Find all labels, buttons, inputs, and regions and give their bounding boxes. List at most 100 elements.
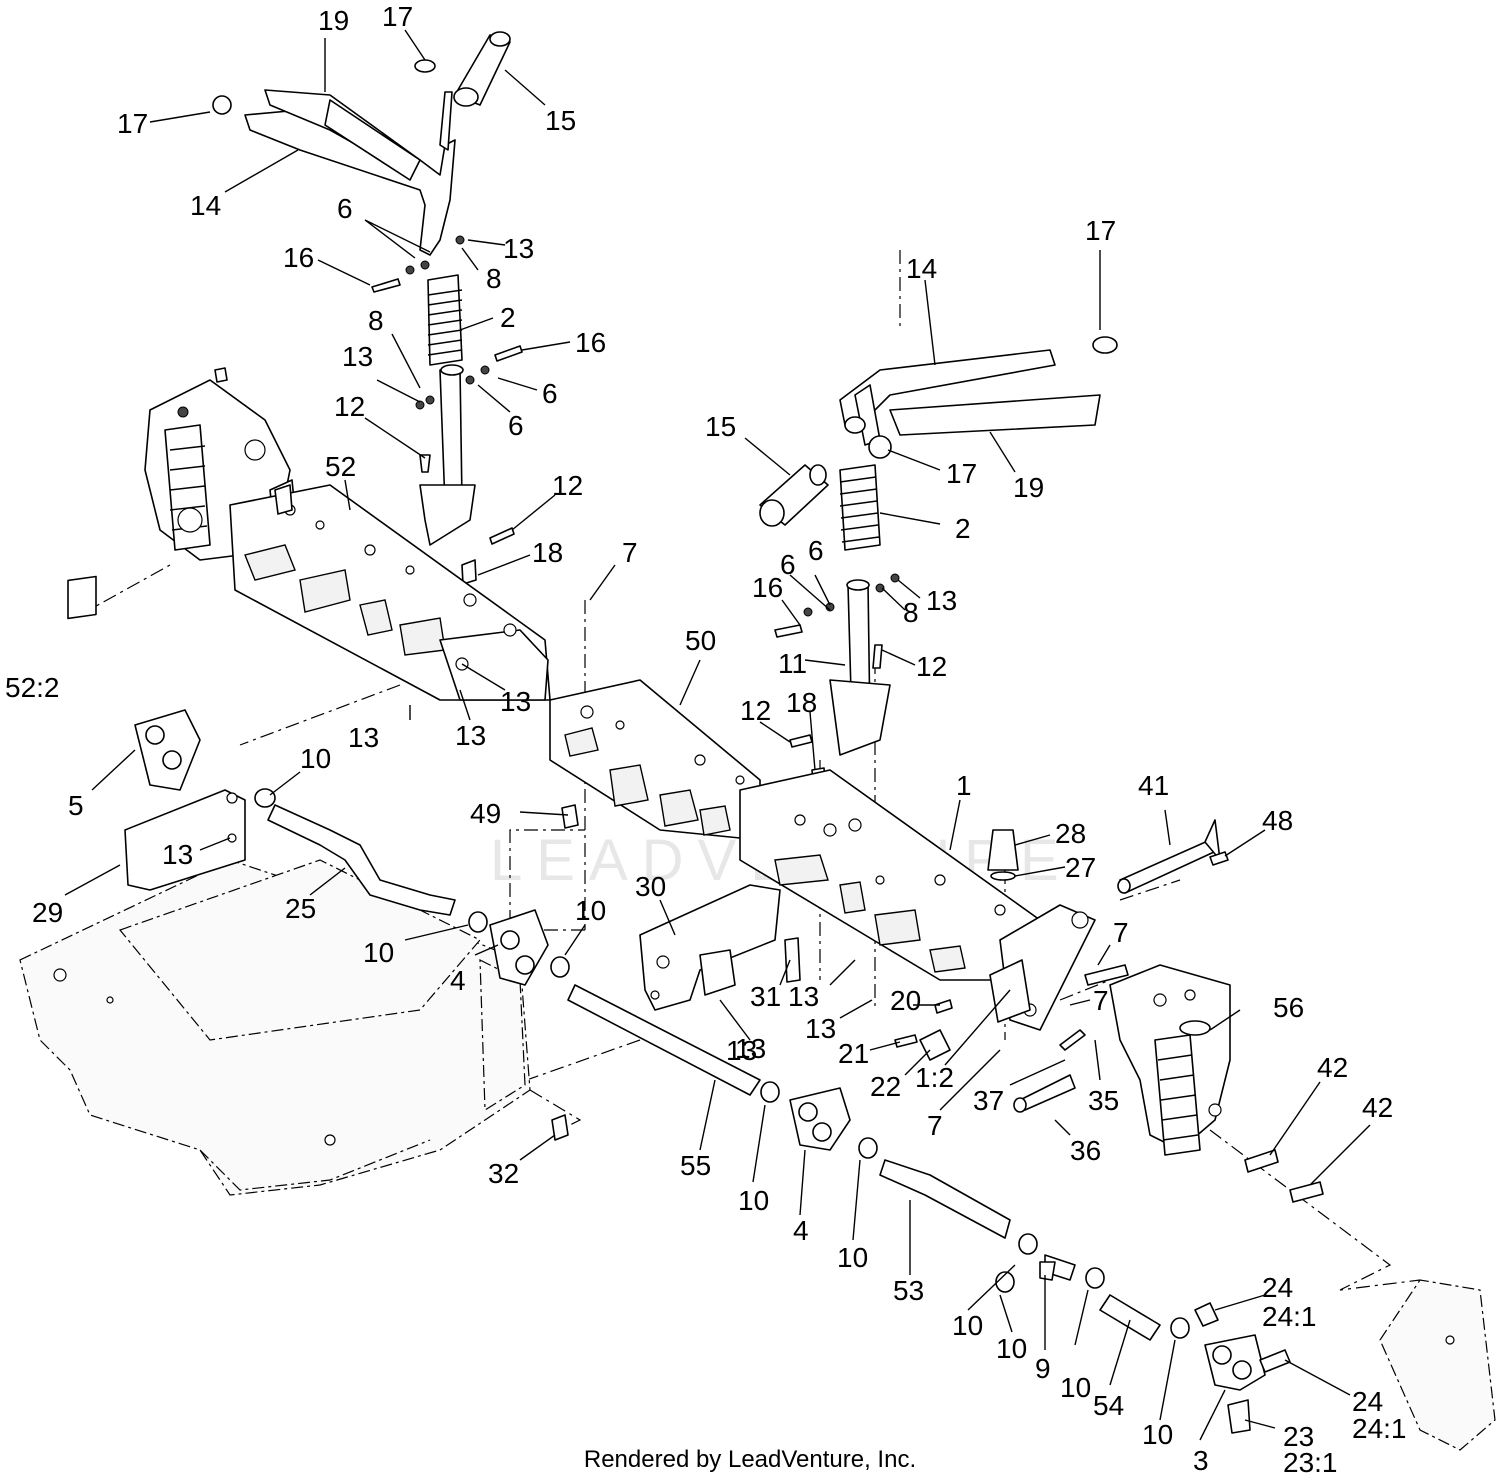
callout-label: 52 (325, 451, 356, 482)
callout-label: 16 (752, 572, 783, 603)
callout-label: 6 (337, 193, 353, 224)
callout-label: 29 (32, 897, 63, 928)
callout-label: 10 (738, 1185, 769, 1216)
frame-1 (739, 769, 1096, 1031)
callout-label: 13 (503, 233, 534, 264)
callout-label: 10 (300, 743, 331, 774)
callout-label: 23:1 (1283, 1447, 1338, 1478)
callout-label: 13 (926, 585, 957, 616)
decal-52-2 (67, 575, 97, 620)
callout-label: 2 (955, 513, 971, 544)
callout-label: 42 (1317, 1052, 1348, 1083)
small-parts (551, 804, 1324, 1203)
callout-label: 17 (382, 1, 413, 32)
callout-label: 53 (893, 1275, 924, 1306)
valves (134, 709, 1291, 1434)
callout-label: 13 (500, 686, 531, 717)
callout-label: 13 (726, 1035, 757, 1066)
callout-label: 12 (916, 651, 947, 682)
callout-label: 23 (1283, 1421, 1314, 1452)
callout-label: 6 (780, 549, 796, 580)
left-spring-post (371, 235, 523, 585)
callout-label: 12 (334, 391, 365, 422)
callout-label: 8 (903, 597, 919, 628)
callout-label: 6 (808, 535, 824, 566)
callout-label: 20 (890, 985, 921, 1016)
callout-label: 37 (973, 1085, 1004, 1116)
callout-label: 24 (1352, 1386, 1383, 1417)
callout-label: 10 (837, 1242, 868, 1273)
callout-label: 55 (680, 1150, 711, 1181)
frame-52 (229, 484, 551, 701)
callout-label: 18 (532, 537, 563, 568)
callout-label: 11 (778, 648, 807, 679)
callout-label: 28 (1055, 818, 1086, 849)
callout-label: 14 (906, 253, 937, 284)
callout-label: 12 (552, 470, 583, 501)
callout-label: 1:2 (915, 1062, 954, 1093)
hose-clamps (254, 788, 1190, 1339)
callout-label: 27 (1065, 852, 1096, 883)
callout-label: 15 (705, 411, 736, 442)
callout-label: 52:2 (5, 672, 60, 703)
callout-label: 17 (1085, 215, 1116, 246)
callout-label: 24:1 (1352, 1413, 1407, 1444)
callout-label: 17 (117, 108, 148, 139)
callout-label: 13 (788, 981, 819, 1012)
callout-label: 7 (1113, 917, 1129, 948)
callout-label: 3 (1193, 1445, 1209, 1476)
callout-label: 24 (1262, 1272, 1293, 1303)
callout-label: 14 (190, 190, 221, 221)
callout-label: 35 (1088, 1085, 1119, 1116)
callout-label: 6 (542, 378, 558, 409)
callout-label: 12 (740, 695, 771, 726)
callout-label: 5 (68, 790, 84, 821)
hydraulic-tubes (267, 804, 1221, 1341)
callout-label: 18 (786, 687, 817, 718)
callout-label: 32 (488, 1158, 519, 1189)
callout-label: 50 (685, 625, 716, 656)
callout-label: 16 (575, 327, 606, 358)
callout-label: 4 (450, 965, 466, 996)
callout-label: 13 (162, 839, 193, 870)
callout-label: 9 (1035, 1353, 1051, 1384)
callout-label: 31 (750, 981, 781, 1012)
frame-50 (549, 679, 761, 841)
right-caster-assembly (1084, 964, 1231, 1156)
callout-label: 15 (545, 105, 576, 136)
callout-label: 19 (318, 5, 349, 36)
callout-label: 7 (927, 1110, 943, 1141)
callout-label: 10 (1060, 1372, 1091, 1403)
callout-label: 7 (622, 537, 638, 568)
chassis-frame-ghost (19, 859, 1496, 1451)
callout-label: 13 (455, 720, 486, 751)
callout-label: 48 (1262, 805, 1293, 836)
callout-label: 7 (1093, 985, 1109, 1016)
callout-label: 25 (285, 893, 316, 924)
callout-label: 54 (1093, 1390, 1124, 1421)
callout-label: 13 (342, 341, 373, 372)
callout-label: 24:1 (1262, 1301, 1317, 1332)
callout-label: 10 (996, 1333, 1027, 1364)
callout-label: 36 (1070, 1135, 1101, 1166)
callout-label: 13 (805, 1013, 836, 1044)
callout-label: 21 (838, 1038, 869, 1069)
callout-label: 10 (1142, 1419, 1173, 1450)
bracket-30 (639, 884, 781, 1011)
callout-label: 13 (735, 1033, 766, 1064)
callout-label: 49 (470, 798, 501, 829)
callout-label: 41 (1138, 770, 1169, 801)
callout-label: 2 (500, 302, 516, 333)
callout-label: 19 (1013, 472, 1044, 503)
callout-label: 4 (793, 1215, 809, 1246)
callout-label: 8 (486, 263, 502, 294)
callout-label: 30 (635, 871, 666, 902)
callout-label: 16 (283, 242, 314, 273)
callout-label: 56 (1273, 992, 1304, 1023)
callout-label: 42 (1362, 1092, 1393, 1123)
callout-label: 17 (946, 458, 977, 489)
callout-labels: 19 17 15 17 14 6 13 16 8 2 8 16 13 6 6 1… (5, 1, 1407, 1478)
callout-label: 13 (348, 722, 379, 753)
callout-label: 8 (368, 305, 384, 336)
